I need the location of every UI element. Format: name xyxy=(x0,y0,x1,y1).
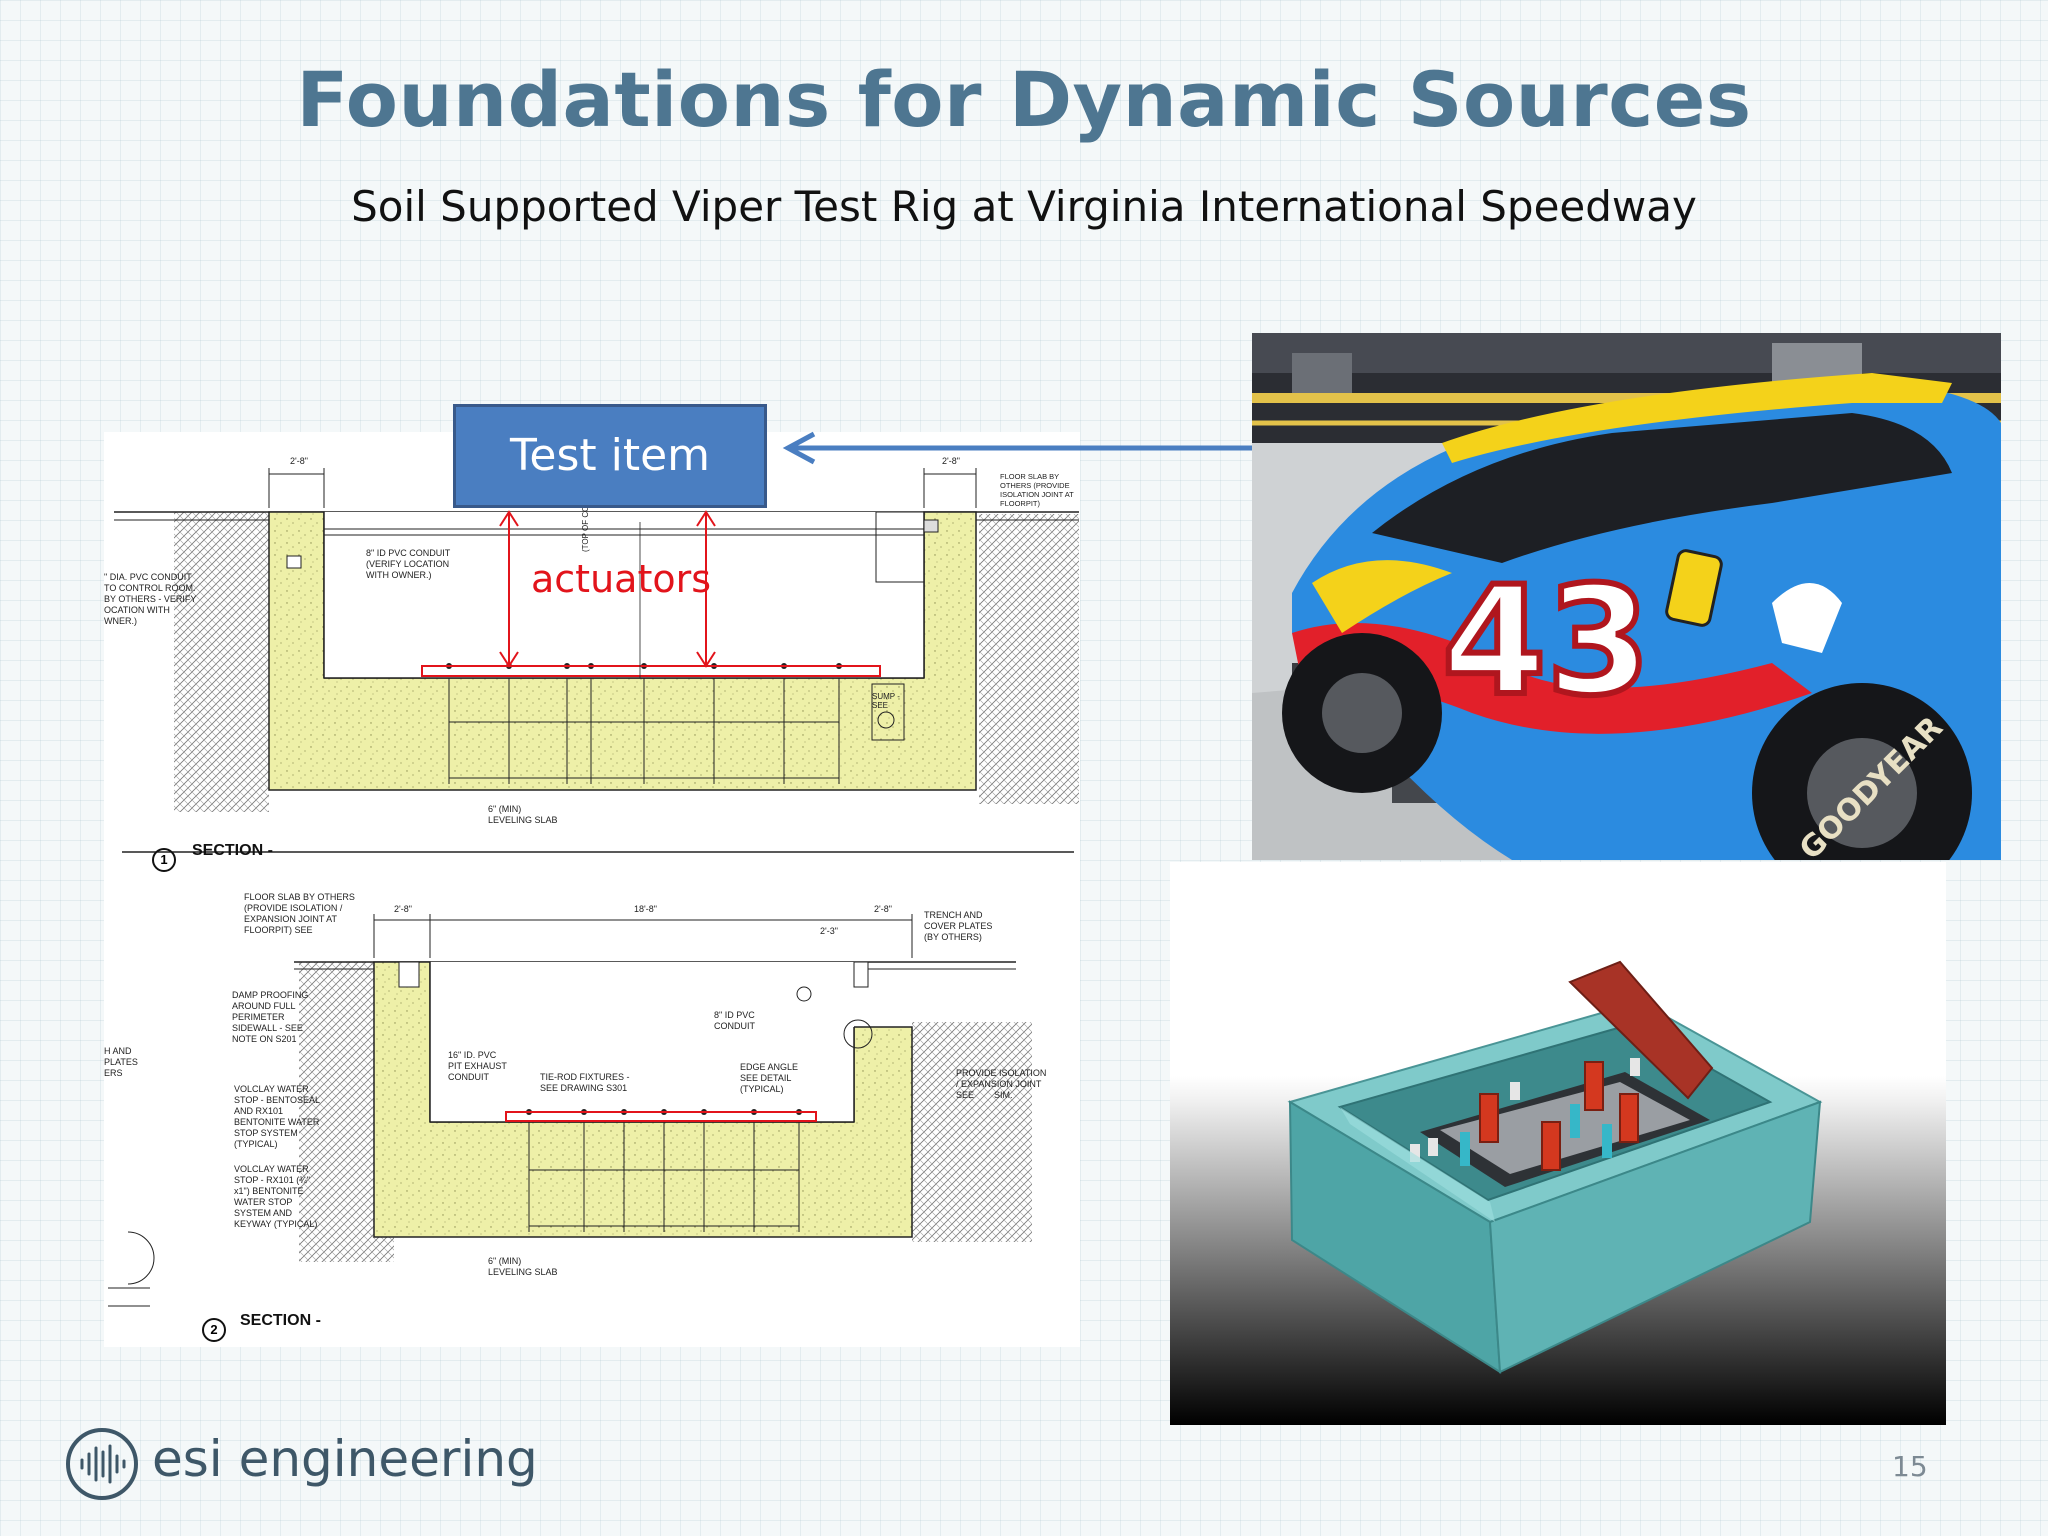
note-pvc-conduit: 8" ID PVC CONDUIT xyxy=(714,1010,755,1031)
page-number: 15 xyxy=(1892,1450,1928,1483)
note-exhaust: 16" ID. PVC PIT EXHAUST CONDUIT xyxy=(448,1050,507,1082)
note-volclay-1: VOLCLAY WATER STOP - BENTOSEAL AND RX101… xyxy=(234,1084,321,1149)
note-conduit-left: " DIA. PVC CONDUIT TO CONTROL ROOM. BY O… xyxy=(104,572,197,626)
note-left-cut: H AND PLATES ERS xyxy=(104,1046,138,1078)
note-isolation: PROVIDE ISOLATION / EXPANSION JOINT SEE … xyxy=(956,1068,1047,1100)
race-car-photo: 43 GOODYEAR xyxy=(1252,333,2001,860)
note-conduit: 8" ID PVC CONDUIT (VERIFY LOCATION WITH … xyxy=(366,548,451,580)
note-sump: SUMP - SEE xyxy=(872,692,900,710)
slide-title: Foundations for Dynamic Sources xyxy=(296,55,1752,144)
esi-logo-icon xyxy=(66,1428,138,1500)
note-trench: TRENCH AND COVER PLATES (BY OTHERS) xyxy=(924,910,993,942)
actuators-label: actuators xyxy=(531,557,712,601)
arrow-icon xyxy=(782,431,1256,465)
test-item-callout: Test item xyxy=(453,404,767,508)
dim-label: 2'-3" xyxy=(820,926,838,936)
company-name: esi engineering xyxy=(152,1430,538,1488)
note-tie-rod: TIE-ROD FIXTURES - SEE DRAWING S301 xyxy=(540,1072,630,1093)
note-leveling-slab-2: 6" (MIN) LEVELING SLAB xyxy=(488,1256,558,1277)
dim-label: 2'-8" xyxy=(394,904,412,914)
note-volclay-2: VOLCLAY WATER STOP - RX101 (¾" x1") BENT… xyxy=(234,1164,318,1229)
dim-label: 2'-8" xyxy=(942,456,960,466)
car-number: 43 xyxy=(1442,555,1651,729)
note-leveling-slab: 6" (MIN) LEVELING SLAB xyxy=(488,804,558,825)
section-1-marker: 1 xyxy=(152,848,176,872)
note-damp-proofing: DAMP PROOFING AROUND FULL PERIMETER SIDE… xyxy=(232,990,309,1044)
foundation-section-drawing: 2'-8" 2'-8" FLOOR SLAB BY OTHERS (PROVID… xyxy=(104,432,1080,1347)
section-2-marker: 2 xyxy=(202,1318,226,1342)
test-pit-render xyxy=(1170,862,1946,1425)
section-1-label: SECTION - xyxy=(192,842,273,859)
slide-subtitle: Soil Supported Viper Test Rig at Virgini… xyxy=(351,182,1697,231)
dim-label: 2'-8" xyxy=(874,904,892,914)
note-edge-angle: EDGE ANGLE SEE DETAIL (TYPICAL) xyxy=(740,1062,799,1094)
note-floor-slab-2: FLOOR SLAB BY OTHERS (PROVIDE ISOLATION … xyxy=(244,892,355,935)
note-floor-slab: FLOOR SLAB BY OTHERS (PROVIDE ISOLATION … xyxy=(1000,472,1074,508)
dim-label: 18'-8" xyxy=(634,904,657,914)
section-2-label: SECTION - xyxy=(240,1312,321,1329)
dim-label: 2'-8" xyxy=(290,456,308,466)
